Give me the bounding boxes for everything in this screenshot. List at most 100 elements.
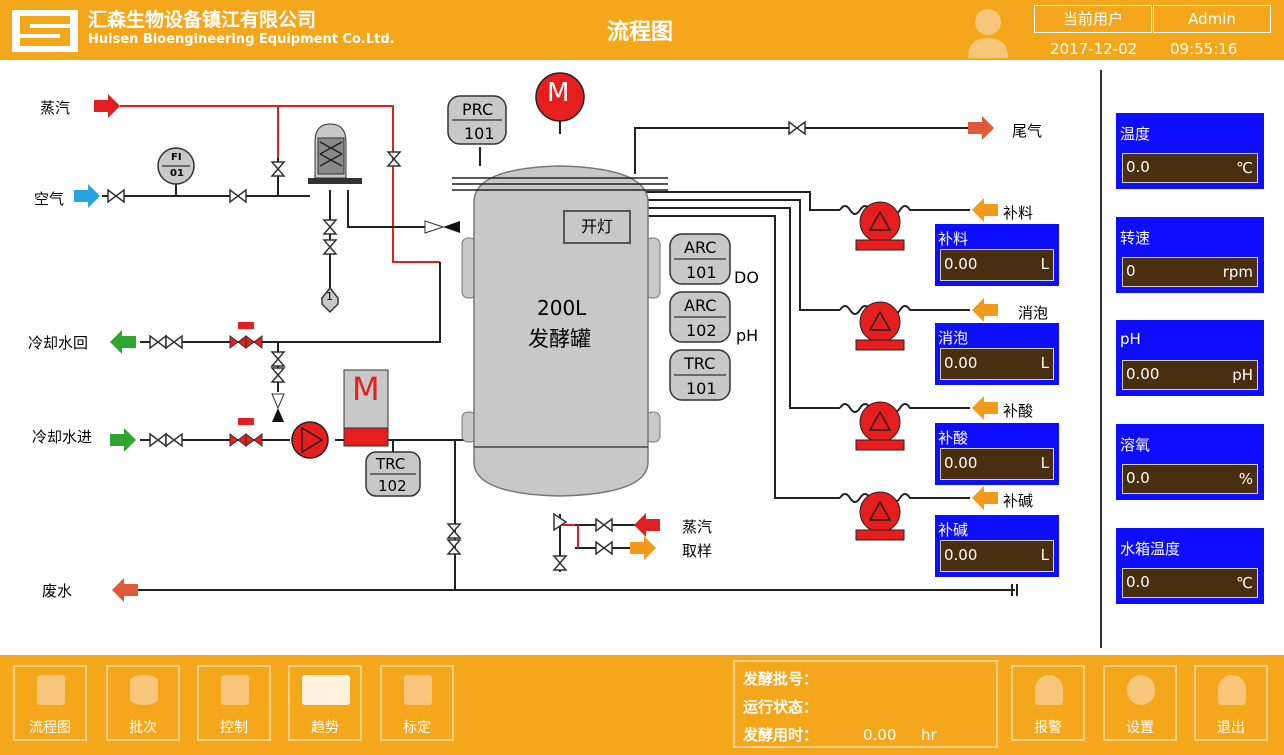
tank-name: 发酵罐 (528, 327, 591, 351)
dissolved-oxygen-value-field[interactable]: 0.0% (1122, 464, 1258, 494)
control-valve-icons (229, 322, 263, 447)
elapsed-time-unit: hr (921, 726, 937, 744)
sampling-label: 取样 (682, 542, 713, 560)
current-time: 09:55:16 (1170, 40, 1238, 58)
prc-tag: PRC (462, 100, 494, 119)
user-avatar-icon (966, 4, 1010, 58)
waste-water-label: 废水 (42, 582, 73, 600)
company-name-en: Huisen Bioengineering Equipment Co.Ltd. (88, 32, 395, 47)
ph-value: 0.00 (1126, 365, 1160, 383)
nav-flowchart-button[interactable]: 流程图 (13, 665, 87, 741)
footer-bar (0, 655, 1284, 755)
acid-panel-title: 补酸 (938, 429, 969, 447)
antifoam-unit: L (1040, 354, 1049, 372)
gear-icon (1127, 675, 1155, 705)
tank-icon (37, 675, 65, 705)
nav-trend-label: 趋势 (311, 720, 339, 736)
base-value-field[interactable]: 0.00 L (940, 540, 1054, 572)
nav-calibrate-label: 标定 (403, 720, 431, 736)
air-inlet-label: 空气 (34, 190, 65, 208)
sliders-icon (221, 675, 249, 705)
batch-number-label: 发酵批号： (743, 670, 819, 688)
alarm-button[interactable]: 报警 (1011, 665, 1085, 741)
elapsed-time-value: 0.00 (863, 726, 897, 744)
arc2-tag: ARC (684, 296, 717, 315)
dissolved-oxygen-title: 溶氧 (1120, 436, 1151, 454)
tank-size: 200L (537, 296, 587, 320)
light-button-label: 开灯 (580, 217, 613, 236)
arc2-number: 102 (686, 321, 717, 340)
nav-flowchart-label: 流程图 (29, 720, 71, 736)
company-name: 汇森生物设备镇江有限公司 Huisen Bioengineering Equip… (88, 8, 395, 48)
agitator-motor-icon (535, 72, 585, 134)
tank-water-temp-value: 0.0 (1126, 573, 1150, 591)
speed-value: 0 (1126, 262, 1136, 280)
speed-unit: rpm (1222, 263, 1253, 281)
steam-lines (120, 105, 440, 263)
dissolved-oxygen-value: 0.0 (1126, 469, 1150, 487)
speed-title: 转速 (1120, 229, 1151, 247)
trc2-number: 102 (378, 477, 407, 495)
trc2-tag: TRC (376, 455, 406, 473)
base-unit: L (1040, 546, 1049, 564)
feed-unit: L (1040, 255, 1049, 273)
run-status-label: 运行状态： (743, 698, 819, 716)
elapsed-time-label: 发酵用时： (743, 726, 819, 744)
cooling-in-label: 冷却水进 (32, 428, 93, 446)
heater-icon (343, 369, 389, 447)
exhaust-label: 尾气 (1012, 122, 1043, 140)
peristaltic-pump-icons (855, 201, 905, 541)
process-lines (102, 127, 1015, 591)
motor-letter: M (547, 78, 570, 108)
logout-label: 退出 (1217, 720, 1245, 736)
antifoam-panel-title: 消泡 (938, 329, 969, 347)
settings-label: 设置 (1126, 720, 1154, 736)
process-diagram (74, 72, 1018, 602)
flow-arrows (74, 94, 998, 602)
nav-control-label: 控制 (220, 720, 248, 736)
acid-value: 0.00 (944, 454, 978, 472)
filter-number: 1 (326, 290, 333, 303)
feed-pump-panel: 补料 0.00 L (935, 224, 1059, 286)
nav-control-button[interactable]: 控制 (197, 665, 271, 741)
ph-panel: pH 0.00 pH (1116, 320, 1264, 396)
acid-unit: L (1040, 454, 1049, 472)
current-user-label: 当前用户 (1034, 5, 1152, 33)
speed-value-field[interactable]: 0 rpm (1122, 257, 1258, 287)
nav-batch-label: 批次 (129, 720, 157, 736)
fermenter-tank (452, 165, 668, 497)
alarm-label: 报警 (1034, 720, 1062, 736)
base-value: 0.00 (944, 546, 978, 564)
ph-title: pH (1120, 330, 1141, 348)
nav-batch-button[interactable]: 批次 (106, 665, 180, 741)
light-button[interactable]: 开灯 (563, 210, 631, 244)
trend-chart-icon (302, 675, 350, 705)
nav-calibrate-button[interactable]: 标定 (380, 665, 454, 741)
logout-button[interactable]: 退出 (1194, 665, 1268, 741)
speed-panel: 转速 0 rpm (1116, 217, 1264, 293)
feed-panel-title: 补料 (938, 230, 969, 248)
page-title: 流程图 (606, 20, 673, 45)
calibrate-icon (404, 675, 432, 705)
dissolved-oxygen-unit: % (1238, 470, 1253, 488)
fi-number: 01 (170, 168, 184, 179)
ph-value-field[interactable]: 0.00 pH (1122, 360, 1258, 390)
feed-value-field[interactable]: 0.00 L (940, 249, 1054, 281)
feed-value: 0.00 (944, 255, 978, 273)
steam-inlet-label: 蒸汽 (40, 99, 71, 117)
settings-button[interactable]: 设置 (1103, 665, 1177, 741)
tank-water-temp-value-field[interactable]: 0.0℃ (1122, 568, 1258, 598)
user-icon (1218, 675, 1246, 705)
feed-lines (645, 191, 840, 499)
pump-line-label-feed: 补料 (1003, 204, 1034, 222)
temperature-panel: 温度 0.0℃ (1116, 113, 1264, 189)
temperature-title: 温度 (1120, 125, 1151, 143)
nav-trend-button[interactable]: 趋势 (288, 665, 362, 741)
acid-value-field[interactable]: 0.00 L (940, 448, 1054, 480)
panel-divider (1100, 70, 1102, 648)
ph-unit: pH (1232, 366, 1253, 384)
pump-line-label-acid: 补酸 (1003, 402, 1034, 420)
temperature-value-field[interactable]: 0.0℃ (1122, 153, 1258, 183)
